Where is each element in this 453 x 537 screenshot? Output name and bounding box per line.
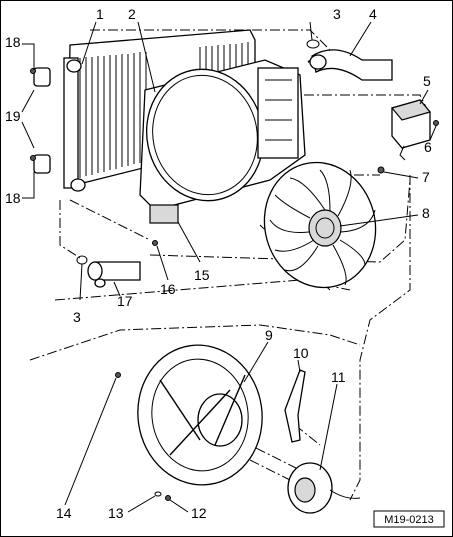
mount-bracket-bottom [33,154,51,174]
leader-lines [21,21,437,513]
bolt-19-bottom [30,155,36,161]
washer-13 [154,491,162,497]
callout-1: 1 [96,6,104,22]
shroud-frame-right [257,67,299,159]
callout-17: 17 [117,293,133,309]
mount-bracket-top [33,67,51,87]
coolant-hose-upper [306,39,393,81]
callout-2: 2 [128,6,136,22]
callout-5: 5 [423,73,431,89]
callout-labels: 1 2 3 4 5 6 7 8 9 10 11 12 13 14 15 16 1… [5,6,432,521]
connector-15 [149,204,179,224]
bolt-6 [433,120,439,126]
callout-3-bottom: 3 [73,309,81,325]
callout-4: 4 [369,6,377,22]
callout-18-top: 18 [5,34,21,50]
o-ring-top [306,39,320,49]
callout-6: 6 [424,139,432,155]
callout-12: 12 [191,505,207,521]
callout-18-bottom: 18 [5,190,21,206]
o-ring-bottom [76,255,88,265]
fan-shroud-lower [115,344,263,486]
callout-14: 14 [56,505,72,521]
callout-9: 9 [265,327,273,343]
callout-16: 16 [160,281,176,297]
radiator-side-tank [63,57,79,189]
diagram-code: M19-0213 [384,514,434,526]
radiator-mount-top [66,59,82,73]
callout-13: 13 [108,505,124,521]
fan-wheel [263,161,377,289]
callout-11: 11 [331,369,346,385]
fan-motor [287,462,361,514]
bolt-14 [115,372,121,378]
radiator-mount-bottom [70,178,86,192]
bolt-12 [165,495,171,501]
callout-10: 10 [293,345,309,361]
bolt-16 [152,240,158,246]
bolt-7 [377,166,385,174]
bolt-19-top [30,68,36,74]
callout-19: 19 [5,108,21,124]
callout-3-top: 3 [333,6,341,22]
fan-shroud-upper [139,59,306,246]
callout-7: 7 [422,169,430,185]
coolant-hose-lower [76,255,141,288]
callout-15: 15 [194,267,210,283]
callout-8: 8 [422,205,430,221]
diagram-code-label: M19-0213 [373,510,445,528]
